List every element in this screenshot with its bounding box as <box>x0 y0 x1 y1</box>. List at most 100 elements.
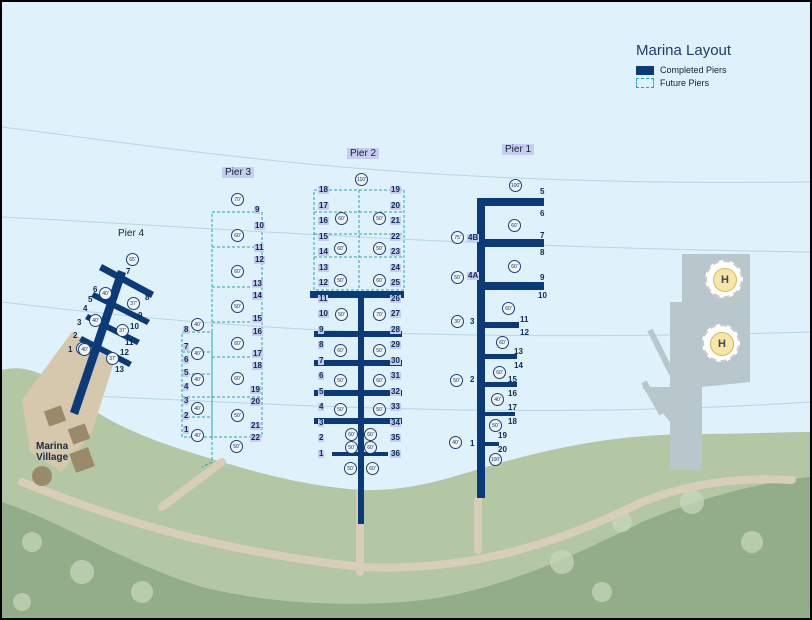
pier-3-slip-size: 60' <box>231 337 244 350</box>
breakwater <box>641 328 675 416</box>
pier-3-slip-size: 50' <box>231 409 244 422</box>
pier-2-slip: 22 <box>390 231 401 241</box>
pier-4-slip: 12 <box>120 348 129 357</box>
pier-1-slip-size: 50' <box>451 271 464 284</box>
helipad-1: H <box>705 260 743 298</box>
pier-1-slip-size: 60' <box>493 366 506 379</box>
pier-3-slip-size: 60' <box>231 372 244 385</box>
pier-2-slip: 13 <box>318 262 329 272</box>
pier-4-slip-size: 40' <box>89 314 102 327</box>
pier-1-slip: 17 <box>508 403 517 412</box>
legend-completed: Completed Piers <box>636 65 786 75</box>
pier-2-slip: 9 <box>318 324 325 334</box>
pier-3-slip-size: 50' <box>230 440 243 453</box>
pier-1-slip: 15 <box>508 375 517 384</box>
pier-3-slip-size: 60' <box>231 265 244 278</box>
pier-4-slip-size: 65' <box>126 253 139 266</box>
pier-1-slip: 7 <box>540 231 545 240</box>
forest-area <box>2 477 810 618</box>
pier-1-slip: 19 <box>498 431 507 440</box>
legend-title: Marina Layout <box>636 42 732 59</box>
pier-2-slip-size: 50' <box>373 403 386 416</box>
pier-3-label: Pier 3 <box>222 167 255 178</box>
pier-3-slip: 2 <box>183 411 190 420</box>
pier-3-slip: 4 <box>183 382 190 391</box>
pier-4-structure <box>70 264 154 415</box>
pier-2-slip-size: 60' <box>345 428 358 441</box>
pier-1-slip: 10 <box>538 291 547 300</box>
village-line-2: Village <box>36 451 69 463</box>
village-building <box>67 423 91 445</box>
pier-2-slip-size: 50' <box>345 441 358 454</box>
pier-2-slip: 28 <box>390 324 401 334</box>
pier-4-slip: 7 <box>126 267 131 276</box>
pier-1-slip: 2 <box>470 375 475 384</box>
pier-2-slip: 25 <box>390 278 401 287</box>
pier-2-slip: 7 <box>318 355 325 365</box>
pier-1-slip: 4A <box>467 271 480 280</box>
pier-2-slip: 8 <box>318 340 325 349</box>
pier-2-slip: 10 <box>318 309 329 318</box>
legend-future: Future Piers <box>636 78 786 88</box>
pier-2-slip-size: 60' <box>334 242 347 255</box>
pier-2-slip: 11 <box>318 293 329 303</box>
pier-4-slip: 10 <box>130 322 139 331</box>
marina-village-label: Marina Village <box>36 441 69 463</box>
pier-1-slip-size: 60' <box>508 219 521 232</box>
pier-4-slip: 11 <box>125 338 134 347</box>
pier-1-slip-size: 40' <box>449 436 462 449</box>
helipad-platform <box>642 254 750 470</box>
pier-3-slip: 7 <box>183 342 190 351</box>
pier-4-slip-size: 37' <box>127 297 140 310</box>
pier-2-slip: 5 <box>318 386 325 396</box>
pier-2-slip-size: 60' <box>373 374 386 387</box>
pier-3-slip: 9 <box>254 205 261 214</box>
pier-1-label: Pier 1 <box>502 144 535 155</box>
pier-3-slip: 5 <box>183 368 190 377</box>
pier-2-slip: 32 <box>390 386 401 396</box>
pier-1-slip: 18 <box>508 417 517 426</box>
village-building <box>43 405 67 427</box>
village-building <box>32 466 52 486</box>
pier-1-slip: 1 <box>470 439 475 448</box>
village-line-1: Marina <box>36 441 69 452</box>
pier-1-slip: 4B <box>467 233 480 242</box>
pier-2-slip: 3 <box>318 417 325 427</box>
pier-3-slip: 8 <box>183 325 190 334</box>
pier-3-slip: 16 <box>252 327 263 336</box>
pier-2-slip-size: 60' <box>373 274 386 287</box>
pier-3-slip: 22 <box>250 433 261 442</box>
pier-2-slip: 31 <box>390 371 401 380</box>
pier-3-slip: 3 <box>183 396 190 405</box>
pier-2-slip-size: 70' <box>373 308 386 321</box>
pier-3-slip-size: 50' <box>231 300 244 313</box>
pier-1-slip: 8 <box>540 248 545 257</box>
village-building <box>69 447 95 473</box>
pier-3-slip: 10 <box>254 221 265 230</box>
pier-1-slip: 11 <box>520 315 529 324</box>
pier-3-slip-size: 40' <box>191 429 204 442</box>
pier-1-slip: 9 <box>540 273 545 282</box>
helipad-icon: H <box>713 268 737 292</box>
pier-4-slip: 1 <box>68 345 73 354</box>
pier-3-slip-size: 40' <box>191 347 204 360</box>
pier-2-slip-size: 60' <box>364 428 377 441</box>
pier-1-structure <box>477 198 544 498</box>
pier-3-slip: 11 <box>254 243 265 252</box>
pier-1-slip: 14 <box>514 361 523 370</box>
pier-2-slip: 20 <box>390 200 401 210</box>
pier-2-slip-size: 50' <box>373 212 386 225</box>
pier-4-slip-size: 40' <box>78 343 91 356</box>
pier-2-slip: 15 <box>318 231 329 241</box>
pier-2-slip-size: 60' <box>364 441 377 454</box>
completed-swatch <box>636 65 654 75</box>
pier-2-slip: 2 <box>318 433 325 442</box>
pier-2-future <box>313 189 405 291</box>
pier-2-slip: 36 <box>390 448 401 458</box>
pier-2-slip-size: 60' <box>335 212 348 225</box>
pier-3-slip: 17 <box>252 349 263 358</box>
pier-2-slip: 34 <box>390 417 401 427</box>
pier-1-slip-size: 100' <box>489 453 502 466</box>
